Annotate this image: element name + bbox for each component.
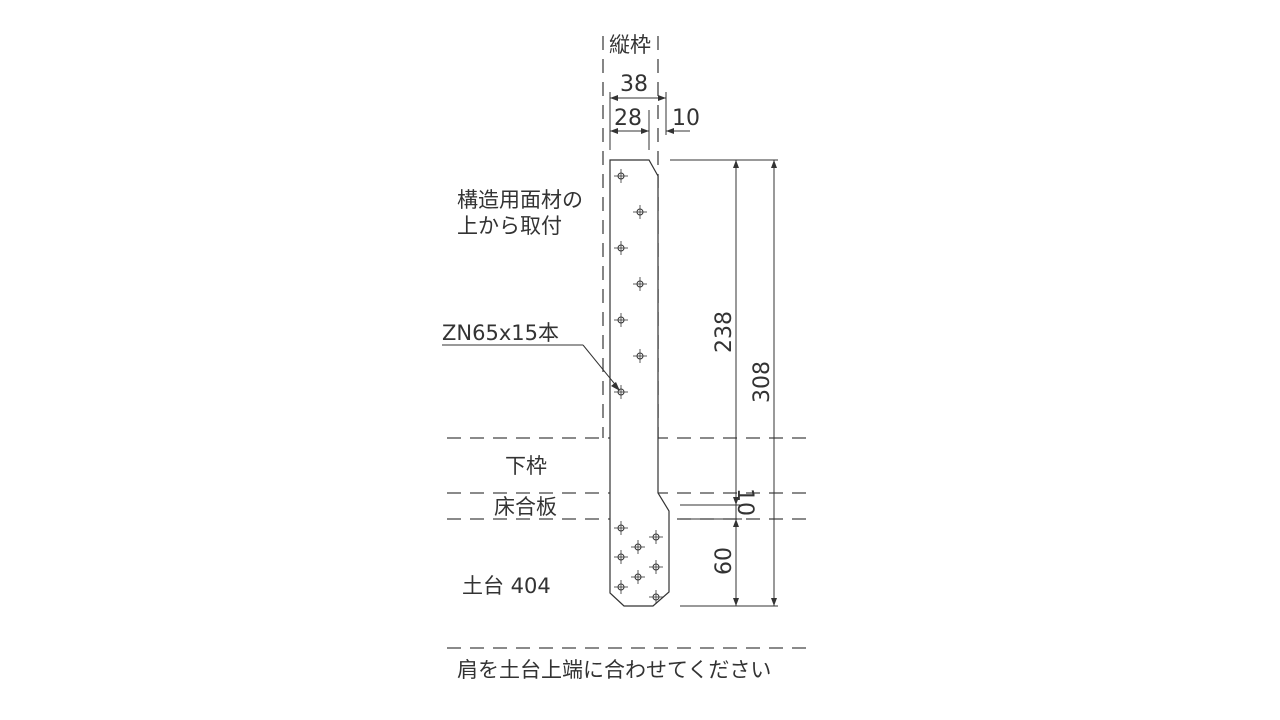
bottom-frame-label: 下枠 xyxy=(505,454,547,478)
dim-10-arrow xyxy=(666,128,674,134)
sill-label: 土台 404 xyxy=(462,574,551,598)
structural-panel-label-2: 上から取付 xyxy=(457,214,562,238)
dim-238-arrow-top xyxy=(733,160,739,168)
nail-leader-diagonal xyxy=(582,344,619,389)
dim-28-text: 28 xyxy=(614,106,642,131)
nail-hole xyxy=(614,521,628,535)
nail-hole xyxy=(614,385,628,399)
dim-60-arrow-top xyxy=(733,519,739,527)
nail-hole xyxy=(631,540,645,554)
nail-spec-label: ZN65x15本 xyxy=(442,321,559,345)
nail-hole xyxy=(633,205,647,219)
nail-hole xyxy=(614,313,628,327)
nail-hole xyxy=(614,169,628,183)
dim-28-arrow-left xyxy=(610,128,618,134)
dim-60-text: 60 xyxy=(712,547,737,575)
nail-hole xyxy=(633,349,647,363)
bracket-plate xyxy=(609,159,670,607)
nail-leader-arrow xyxy=(611,382,620,391)
structural-panel-label: 構造用面材の xyxy=(457,188,583,212)
note-label: 肩を土台上端に合わせてください xyxy=(457,658,771,682)
nail-hole xyxy=(614,241,628,255)
dim-38-arrow-left xyxy=(610,95,618,101)
dim-308-arrow-top xyxy=(771,160,777,168)
dim-10-text: 10 xyxy=(672,106,700,131)
dim-308-arrow-bottom xyxy=(771,598,777,606)
dim-38-text: 38 xyxy=(620,72,648,97)
nail-hole xyxy=(631,570,645,584)
nail-hole xyxy=(614,580,628,594)
vertical-frame-label: 縦枠 xyxy=(609,33,651,57)
nail-hole xyxy=(614,550,628,564)
dim-38-arrow-right xyxy=(658,95,666,101)
nail-hole xyxy=(649,590,663,604)
nail-hole xyxy=(649,530,663,544)
dim-10v-text: 10 xyxy=(732,488,757,516)
dim-238-text: 238 xyxy=(712,311,737,353)
dim-238-arrow-bottom xyxy=(733,497,739,505)
dim-60-arrow-bottom xyxy=(733,598,739,606)
nail-hole xyxy=(649,560,663,574)
floor-board-label: 床合板 xyxy=(494,495,557,519)
dim-28-arrow-right xyxy=(641,128,649,134)
nail-hole xyxy=(633,277,647,291)
dim-308-text: 308 xyxy=(750,361,775,403)
nail-holes xyxy=(614,169,663,604)
